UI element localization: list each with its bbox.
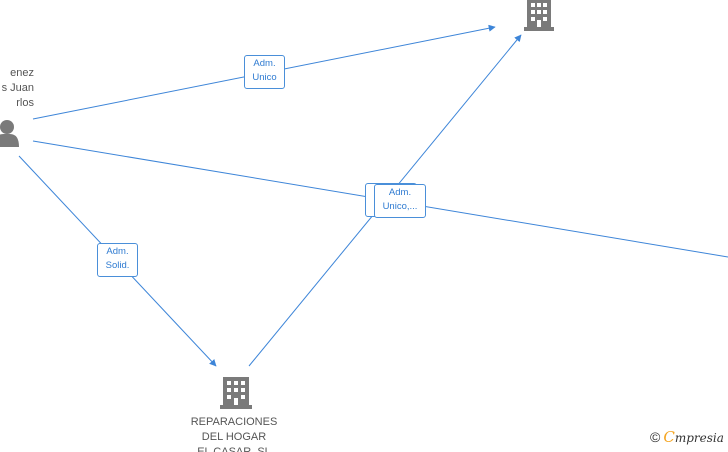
edge-label-line: Unico,... [382,201,418,212]
edge-label-line: Adm. [253,58,276,69]
person-label-line: enez [10,67,34,79]
person-label-line: rlos [16,97,34,109]
edge-label-adm-unico-multi[interactable]: Adm. Unico,... [374,184,426,218]
edge-label-adm-solid[interactable]: Adm. Solid. [97,243,138,277]
brand-name: mpresia [674,431,724,445]
person-icon[interactable] [0,120,19,147]
edge-label-line: Unico [252,72,277,83]
person-label: enez s Juan rlos [2,66,34,111]
edge-label-line: Adm. [388,187,412,198]
edge-label-line: Solid. [105,260,130,271]
company-label-line: EL CASAR, SL [197,446,271,452]
company-label-line: REPARACIONES [190,416,278,428]
copyright-symbol: © [650,429,661,445]
person-label-line: s Juan [1,82,34,94]
brand-initial: C [663,428,675,446]
edge-label-line: Adm. [106,246,129,257]
empresia-logo: ©Cmpresia [650,428,724,446]
company-label-line: DEL HOGAR [201,431,267,443]
company-label: REPARACIONES DEL HOGAR EL CASAR, SL [176,415,292,452]
building-icon[interactable] [220,377,252,409]
building-icon[interactable] [524,0,554,31]
edge-label-adm-unico[interactable]: Adm. Unico [244,55,285,89]
